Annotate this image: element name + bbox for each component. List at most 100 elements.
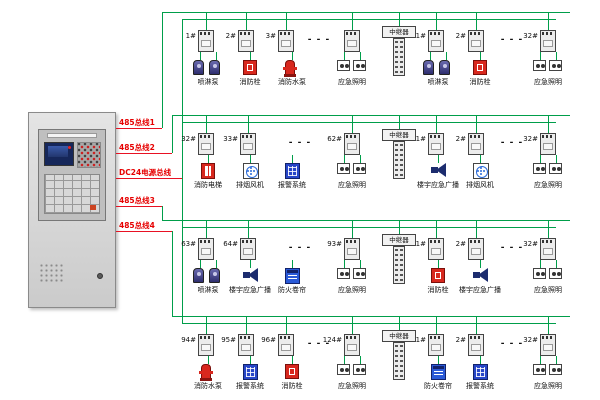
controller-front-panel — [38, 129, 106, 221]
wire-module-drop — [206, 115, 207, 133]
wire-module-drop — [548, 316, 549, 334]
wire-device-drop — [250, 155, 251, 163]
device-label: 应急照明 — [534, 382, 562, 390]
device-label: 消防电梯 — [194, 181, 222, 189]
wire-device-drop — [208, 356, 209, 364]
wire-device-drop — [556, 356, 557, 364]
light-icon — [353, 364, 366, 375]
device-label: 消防栓 — [469, 78, 491, 86]
wire-module-drop — [352, 220, 353, 238]
ellipsis-dots: - - - — [307, 35, 331, 45]
wire-riser-485-4 — [172, 231, 173, 316]
wire-module-drop — [246, 12, 247, 30]
wire-module-drop — [476, 220, 477, 238]
wire-module-drop — [248, 115, 249, 133]
hydrant-box-icon — [473, 60, 487, 75]
addressable-module — [278, 30, 294, 52]
addressable-module — [468, 30, 484, 52]
bus-line-3 — [116, 178, 182, 179]
device-label: 应急照明 — [534, 181, 562, 189]
addressable-module — [468, 238, 484, 260]
ellipsis-dots: - - - — [500, 138, 524, 148]
ellipsis-dots: - - - — [307, 339, 331, 349]
repeater-body — [393, 342, 405, 380]
addressable-module — [344, 238, 360, 260]
device-label: 消防栓 — [427, 286, 449, 294]
wire-device-drop — [540, 52, 541, 60]
controller-keypad — [44, 174, 100, 214]
wire-device-drop — [360, 260, 361, 268]
wire-device-drop — [344, 52, 345, 60]
wire-module-drop — [476, 12, 477, 30]
module-number: 62# — [327, 135, 342, 143]
addressable-module — [198, 30, 214, 52]
fire-pump-icon — [199, 364, 213, 381]
light-icon — [353, 268, 366, 279]
device-label: 应急照明 — [534, 286, 562, 294]
light-icon — [549, 60, 562, 71]
device-label: 消防栓 — [239, 78, 261, 86]
light-icon — [337, 60, 350, 71]
wire-module-drop — [352, 12, 353, 30]
wire-device-drop — [480, 356, 481, 364]
wire-module-drop — [548, 12, 549, 30]
hydrant-box-icon — [243, 60, 257, 75]
module-number: 32# — [181, 135, 196, 143]
wire-device-drop — [360, 356, 361, 364]
repeater-body — [393, 141, 405, 179]
bus-label: 485总线1 — [119, 118, 155, 127]
wire-module-drop — [352, 316, 353, 334]
light-icon — [353, 163, 366, 174]
light-icon — [533, 268, 546, 279]
repeater: 中继器 — [382, 26, 416, 38]
hydrant-box-icon — [285, 364, 299, 379]
shutter-icon — [431, 364, 446, 380]
addressable-module — [198, 334, 214, 356]
bus-line-2 — [116, 153, 172, 154]
wire-repeater-drop — [399, 115, 400, 129]
bus-line-1 — [116, 128, 162, 129]
wire-device-drop — [556, 52, 557, 60]
module-number: 32# — [523, 240, 538, 248]
wire-module-drop — [436, 12, 437, 30]
module-number: 64# — [223, 240, 238, 248]
pump-icon — [193, 268, 204, 283]
wire-device-drop — [556, 260, 557, 268]
module-number: 95# — [221, 336, 236, 344]
fire-alarm-controller-cabinet — [28, 112, 116, 308]
wire-module-drop — [436, 220, 437, 238]
device-label: 楼宇应急广播 — [229, 286, 271, 294]
addressable-module — [428, 334, 444, 356]
wire-module-drop — [248, 220, 249, 238]
shutter-icon — [285, 268, 300, 284]
device-label: 楼宇应急广播 — [417, 181, 459, 189]
wire-riser-485-3 — [162, 206, 163, 220]
module-number: 1# — [415, 135, 426, 143]
wire-module-drop — [206, 220, 207, 238]
alarm-icon — [243, 364, 258, 380]
wire-trunk-power — [182, 19, 556, 20]
wire-device-drop — [438, 356, 439, 364]
wire-repeater-drop — [399, 316, 400, 330]
light-icon — [533, 60, 546, 71]
light-icon — [337, 364, 350, 375]
controller-nameplate — [47, 133, 97, 138]
addressable-module — [198, 133, 214, 155]
ellipsis-dots: - - - — [288, 138, 312, 148]
elevator-icon — [201, 163, 215, 179]
module-number: 3# — [265, 32, 276, 40]
addressable-module — [428, 133, 444, 155]
module-number: 1# — [415, 32, 426, 40]
addressable-module — [344, 30, 360, 52]
addressable-module — [540, 334, 556, 356]
device-label: 楼宇应急广播 — [459, 286, 501, 294]
bus-label: DC24电源总线 — [119, 168, 172, 177]
speaker-icon — [243, 268, 259, 282]
bus-label: 485总线2 — [119, 143, 155, 152]
repeater-body — [393, 38, 405, 76]
pump-icon — [209, 60, 220, 75]
wire-module-drop — [286, 12, 287, 30]
device-label: 应急照明 — [338, 78, 366, 86]
wire-repeater-drop — [399, 12, 400, 26]
wire-device-drop — [480, 52, 481, 60]
